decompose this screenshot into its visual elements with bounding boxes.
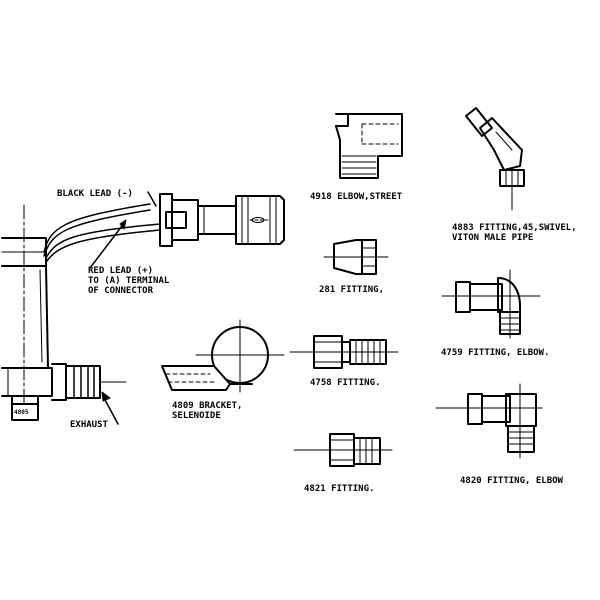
label-part-4805: 4805 [14,409,29,416]
solenoid-assembly [1,204,127,425]
fitting-4821 [293,433,393,467]
label-fitting-4883-viton: VITON MALE PIPE [452,233,534,243]
wire-leads [43,191,161,269]
label-fitting-4820: 4820 FITTING, ELBOW [460,476,563,486]
label-red-lead: RED LEAD (+) [88,266,154,276]
fitting-4883 [465,107,525,211]
fitting-4759 [441,269,541,339]
fitting-4820 [435,383,543,459]
label-bracket-selenoide: SELENOIDE [172,411,221,421]
label-red-lead-terminal: TO (A) TERMINAL [88,276,170,286]
bracket-4809 [161,319,285,393]
fitting-281 [323,239,389,275]
elbow-street-4918 [335,113,403,179]
label-fitting-281: 281 FITTING, [319,285,385,295]
label-fitting-4883: 4883 FITTING,45,SWIVEL, [452,223,577,233]
label-exhaust: EXHAUST [70,420,108,430]
label-fitting-4759: 4759 FITTING, ELBOW. [441,348,550,358]
label-black-lead: BLACK LEAD (-) [57,189,133,199]
fitting-4758 [289,335,399,369]
electrical-connector [159,193,285,247]
label-fitting-4821: 4821 FITTING. [304,484,375,494]
label-elbow-street-4918: 4918 ELBOW,STREET [310,192,403,202]
label-fitting-4758: 4758 FITTING. [310,378,381,388]
label-red-lead-connector: OF CONNECTOR [88,286,154,296]
label-bracket-4809: 4809 BRACKET, [172,401,243,411]
